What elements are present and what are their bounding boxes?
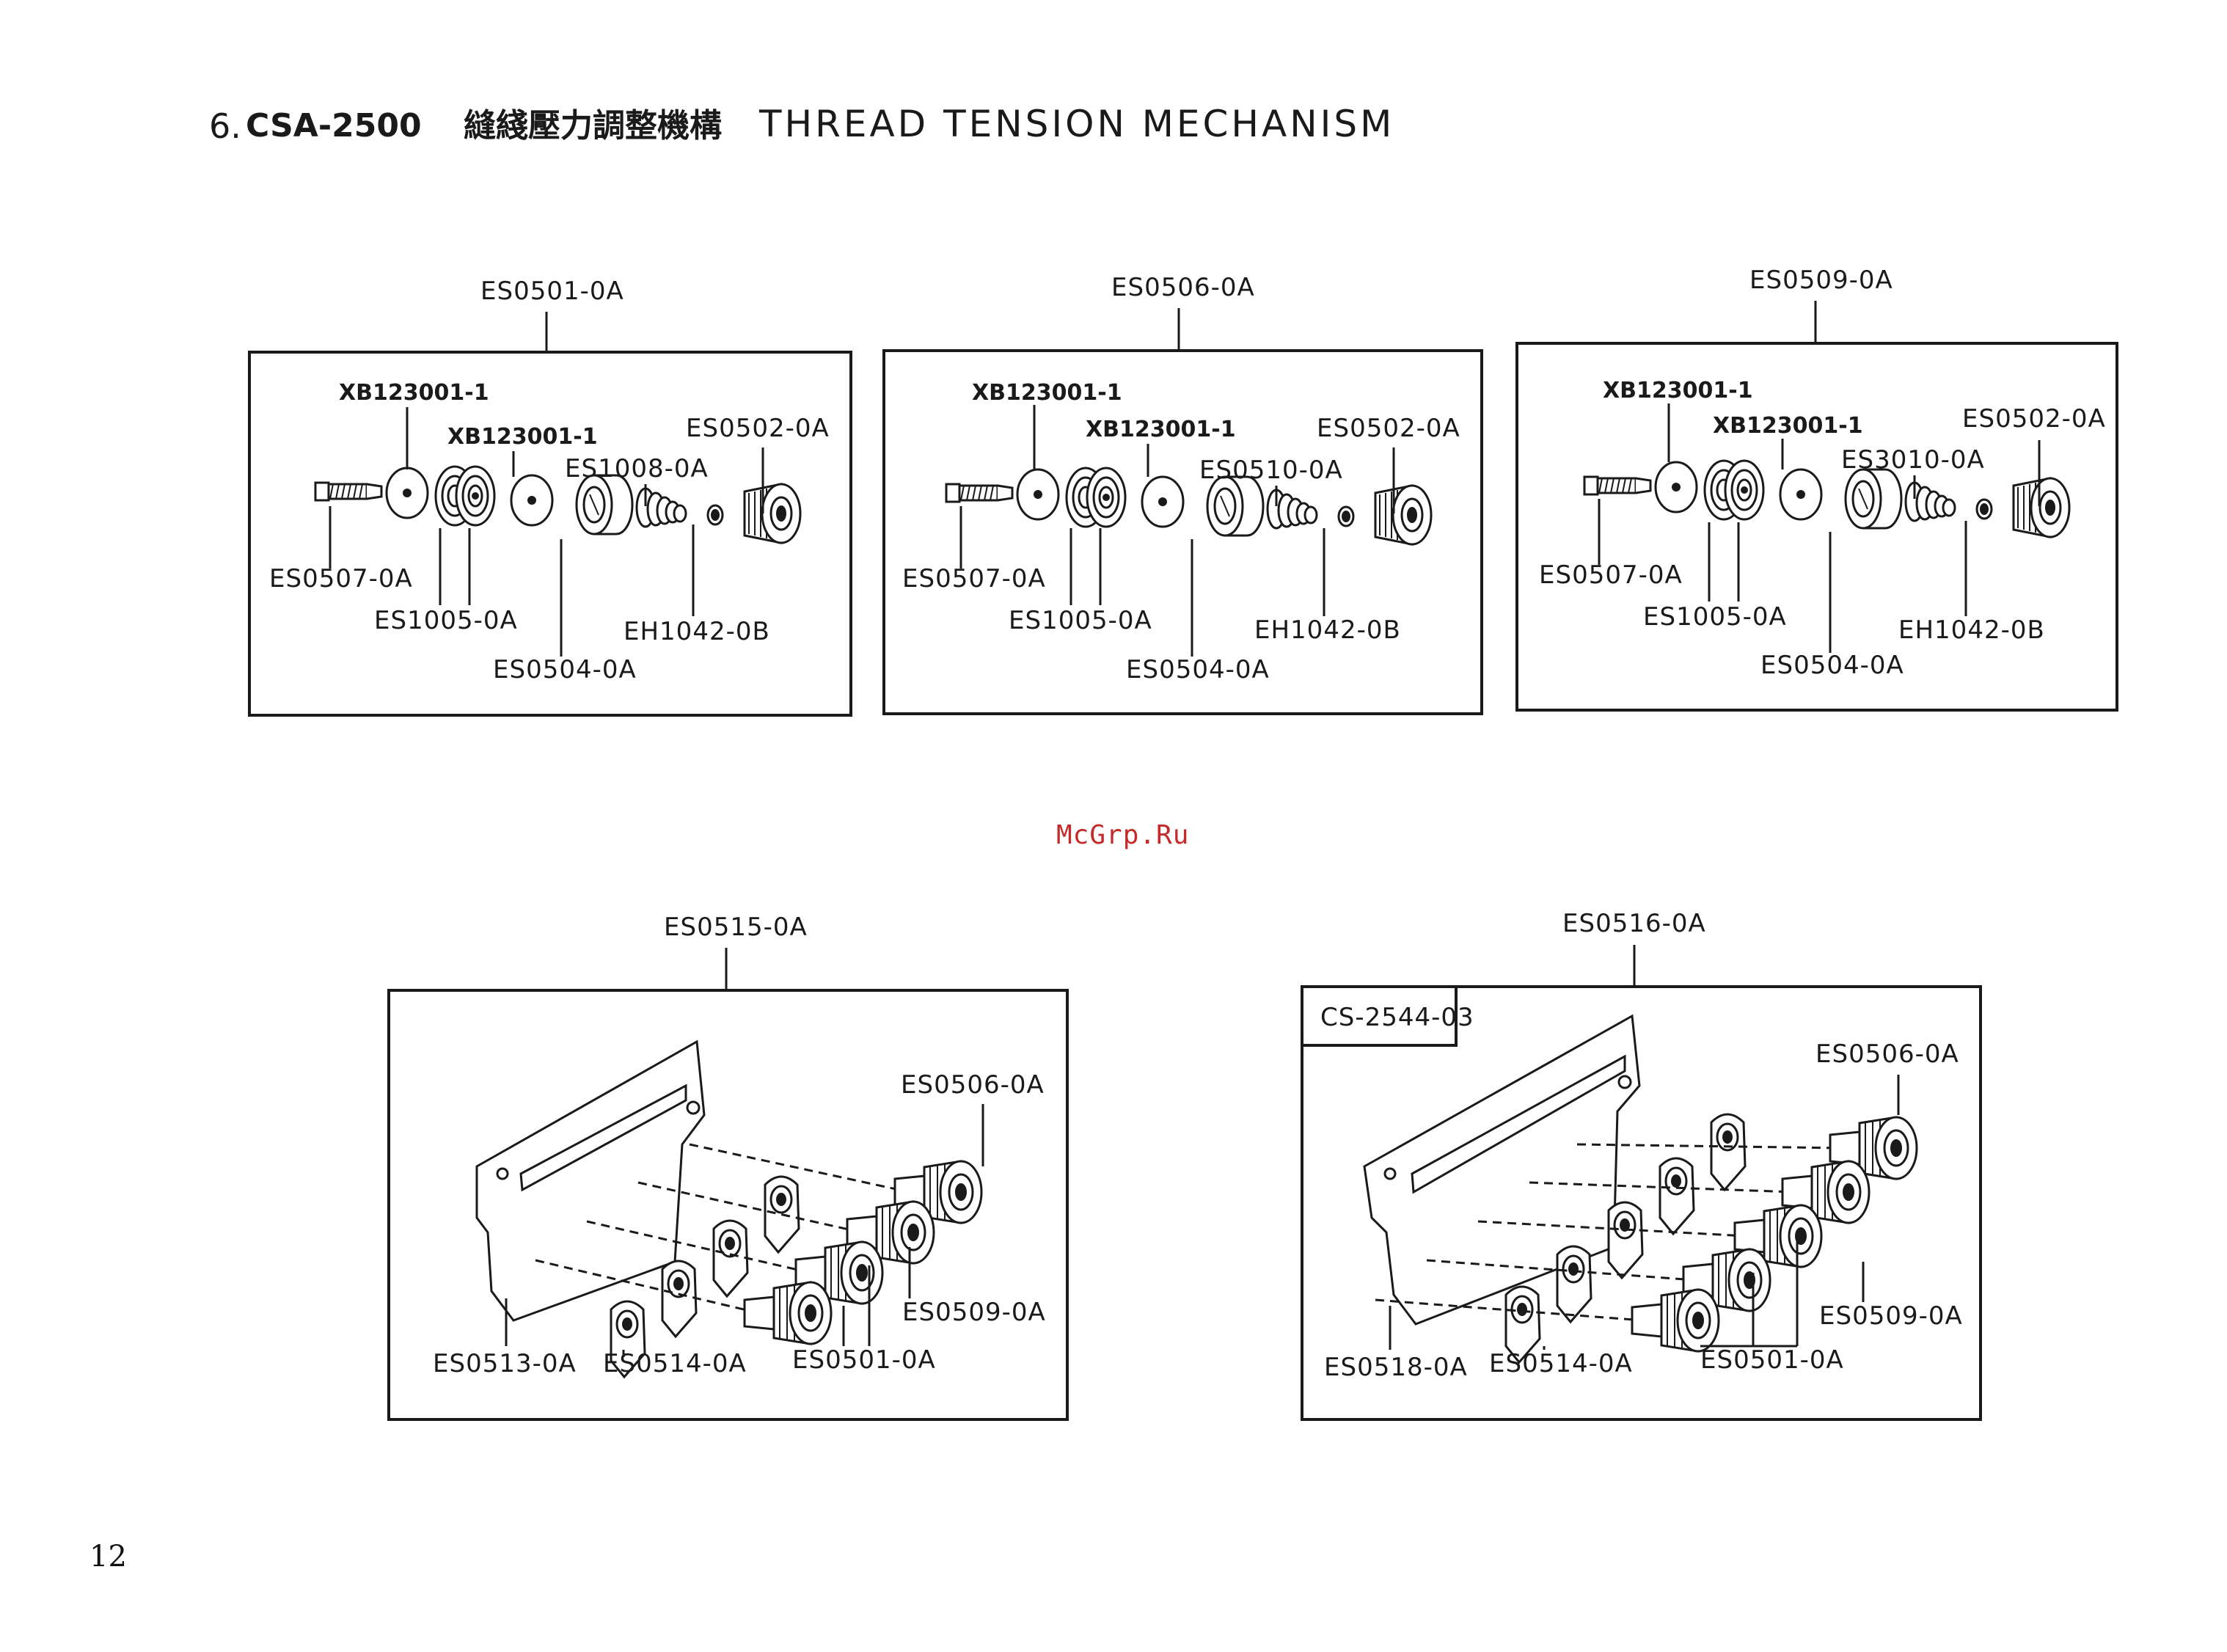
part-label-discs: ES1005-0A (1009, 606, 1152, 635)
part-label-spring: ES1008-0A (565, 454, 709, 483)
label-post: ES0501-0A (1700, 1345, 1844, 1375)
label-top-post: ES0506-0A (1815, 1039, 1959, 1069)
assembly-frame (882, 349, 1483, 715)
part-label-cup: ES0504-0A (1760, 651, 1904, 680)
part-label-knob: ES0502-0A (1317, 414, 1460, 443)
part-label-washer-2: XB123001-1 (447, 424, 598, 450)
label-top-post: ES0506-0A (901, 1070, 1045, 1100)
panel-frame (1301, 985, 1982, 1421)
assembly-code: ES0501-0A (480, 277, 624, 306)
exploded-unit-drawing (946, 468, 1431, 544)
part-label-spring: ES3010-0A (1841, 445, 1985, 475)
assembly-es0509: ES0509-0A XB123001-1 XB123001-1 ES0502-0… (1515, 266, 2118, 712)
panel-es0516: ES0516-0A CS-2544-03 ES0506-0A ES0509-0A… (1301, 909, 1982, 1421)
part-label-discs: ES1005-0A (374, 606, 518, 635)
label-plate: ES0518-0A (1324, 1353, 1468, 1382)
tag-label: CS-2544-03 (1320, 1003, 1474, 1032)
assembly-es0501: ES0501-0A XB123001-1 XB123001-1 ES0502-0… (248, 277, 852, 717)
part-label-ring: EH1042-0B (624, 617, 770, 646)
label-second-post: ES0509-0A (1819, 1301, 1963, 1331)
panel-code: ES0515-0A (664, 913, 808, 942)
model-number: CSA-2500 (246, 107, 422, 145)
part-label-washer-2: XB123001-1 (1086, 417, 1236, 442)
part-label-washer: XB123001-1 (1603, 378, 1753, 403)
part-label-cup: ES0504-0A (1126, 655, 1270, 684)
part-label-washer-2: XB123001-1 (1713, 413, 1863, 439)
title-chinese: 縫綫壓力調整機構 (464, 107, 722, 145)
mounting-plate-drawing (1363, 1014, 1641, 1326)
tag-box (1301, 985, 1458, 1047)
part-label-spring: ES0510-0A (1199, 456, 1343, 485)
part-label-washer: XB123001-1 (972, 380, 1122, 406)
part-label-knob: ES0502-0A (1962, 404, 2106, 434)
part-label-stud: ES0507-0A (269, 564, 413, 593)
assembly-code: ES0506-0A (1111, 273, 1255, 302)
assembly-frame (1515, 342, 2118, 712)
panel-es0515: ES0515-0A ES0506-0A ES0509-0A ES0513-0A … (387, 913, 1069, 1421)
part-label-discs: ES1005-0A (1643, 602, 1787, 632)
assembly-code: ES0509-0A (1749, 266, 1893, 295)
assembly-frame (248, 351, 852, 717)
part-label-stud: ES0507-0A (1539, 560, 1683, 590)
label-plate: ES0513-0A (433, 1349, 577, 1378)
exploded-unit-drawing (315, 467, 800, 543)
label-bracket: ES0514-0A (603, 1349, 747, 1378)
title-english: THREAD TENSION MECHANISM (758, 103, 1394, 145)
exploded-unit-drawing (1584, 461, 2069, 537)
assembly-es0506: ES0506-0A XB123001-1 XB123001-1 ES0502-0… (882, 273, 1483, 715)
watermark: McGrp.Ru (1056, 820, 1189, 850)
part-label-knob: ES0502-0A (686, 414, 830, 443)
part-label-stud: ES0507-0A (902, 564, 1046, 593)
label-bracket: ES0514-0A (1489, 1349, 1633, 1378)
label-second-post: ES0509-0A (902, 1298, 1046, 1327)
panel-code: ES0516-0A (1562, 909, 1706, 938)
part-label-cup: ES0504-0A (493, 655, 637, 684)
page-number: 12 (89, 1540, 127, 1574)
part-label-ring: EH1042-0B (1254, 615, 1401, 645)
label-post: ES0501-0A (792, 1345, 936, 1375)
panel-frame (387, 989, 1069, 1421)
part-label-washer: XB123001-1 (339, 380, 489, 406)
section-number: 6. (209, 106, 241, 146)
part-label-ring: EH1042-0B (1898, 615, 2045, 645)
